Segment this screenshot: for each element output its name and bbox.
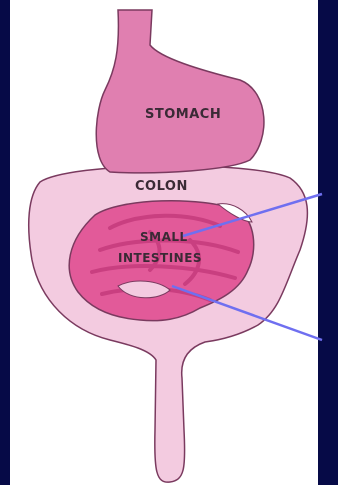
colon-label: COLON <box>135 179 188 194</box>
stomach-label: STOMACH <box>145 107 221 122</box>
small-intestine-label-line2: INTESTINES <box>118 251 202 265</box>
small-intestine-label-line1: SMALL <box>140 230 188 244</box>
stomach-shape <box>96 10 264 173</box>
